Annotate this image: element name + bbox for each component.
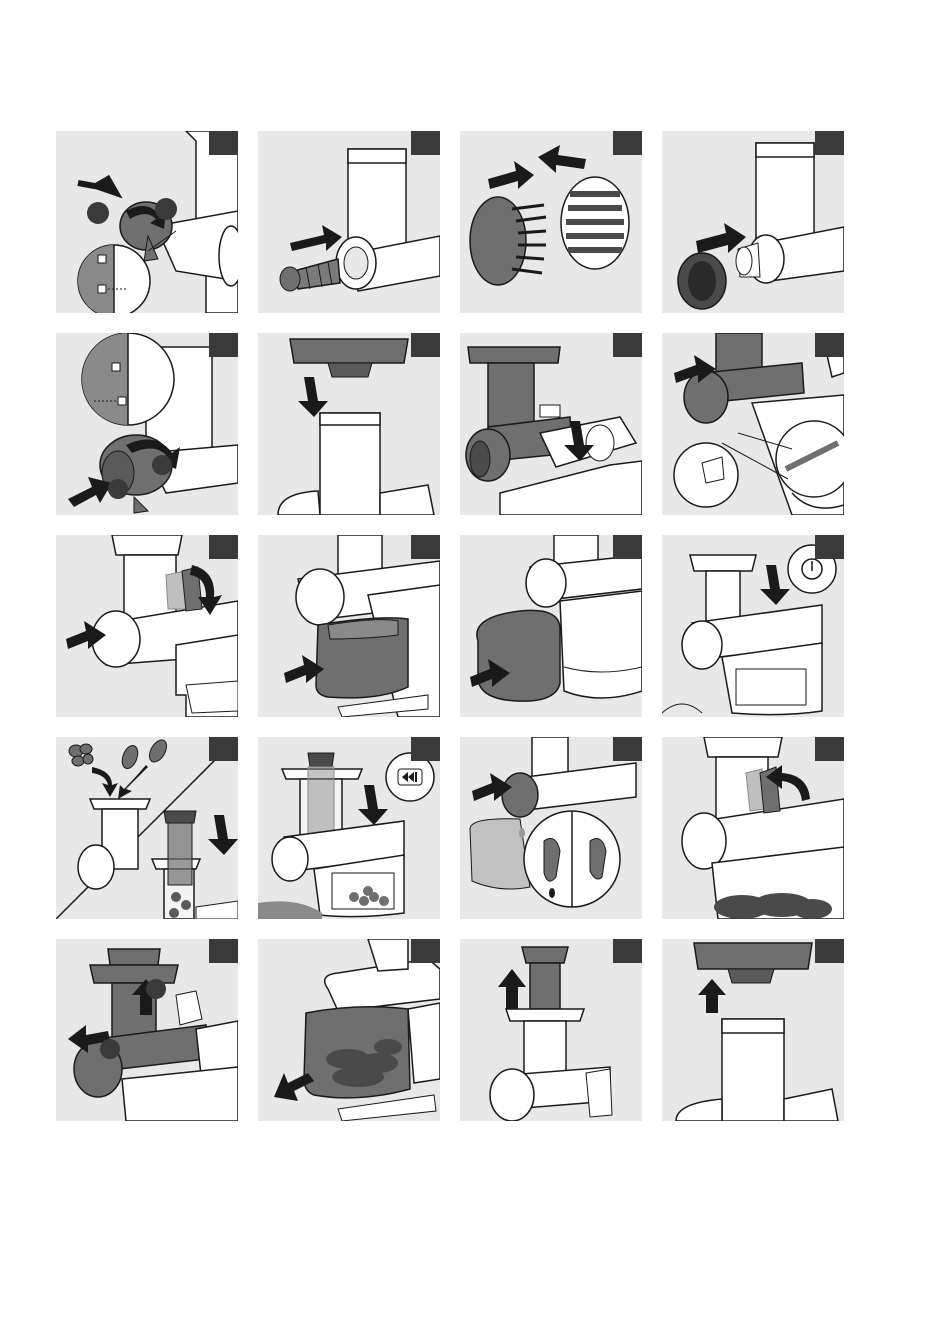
- arrow-icon: [290, 225, 342, 251]
- step-panel-12: [662, 535, 844, 717]
- step-number-badge: [209, 737, 238, 761]
- remove-pusher-illustration: [460, 939, 642, 1121]
- fruit-icon: [69, 737, 170, 771]
- step-panel-4: [662, 131, 844, 313]
- tray-part: [290, 339, 408, 363]
- step-panel-18: [258, 939, 440, 1121]
- step-panel-1: [56, 131, 238, 313]
- mount-unit-illustration: [460, 333, 642, 515]
- instruction-illustration-grid: [56, 131, 844, 1119]
- step-number-badge: [613, 737, 642, 761]
- step-marker-icon: [152, 455, 172, 475]
- step-panel-2: [258, 131, 440, 313]
- arrow-down-icon: [358, 785, 388, 825]
- step-marker-icon: [108, 479, 128, 499]
- step-panel-7: [460, 333, 642, 515]
- remove-unit-illustration: [56, 939, 238, 1121]
- arrow-icon: [488, 161, 534, 189]
- unlock-icon: [112, 363, 120, 371]
- lock-cap-illustration: [56, 333, 238, 515]
- filter-holder-part: [470, 197, 526, 285]
- step-number-badge: [613, 939, 642, 963]
- step-panel-17: [56, 939, 238, 1121]
- step-panel-3: [460, 131, 642, 313]
- remove-pulp-container-illustration: [258, 939, 440, 1121]
- arrow-icon: [538, 145, 586, 173]
- step-number-badge: [411, 333, 440, 357]
- step-panel-20: [662, 939, 844, 1121]
- step-panel-14: [258, 737, 440, 919]
- step-number-badge: [209, 333, 238, 357]
- remove-tray-illustration: [662, 939, 844, 1121]
- screw-part: [294, 259, 340, 289]
- step-panel-13: [56, 737, 238, 919]
- close-spout-illustration: [662, 737, 844, 919]
- step-number-badge: [613, 131, 642, 155]
- arrow-up-icon: [698, 979, 726, 1013]
- step-number-badge: [815, 131, 844, 155]
- place-tray-illustration: [258, 333, 440, 515]
- step-number-badge: [209, 131, 238, 155]
- arrow-icon: [78, 179, 116, 193]
- unlock-icon: [98, 255, 106, 263]
- arrow-down-icon: [760, 565, 790, 605]
- step-panel-8: [662, 333, 844, 515]
- step-number-badge: [613, 333, 642, 357]
- step-panel-10: [258, 535, 440, 717]
- step-number-badge: [209, 535, 238, 559]
- step-number-badge: [815, 535, 844, 559]
- step-number-badge: [411, 737, 440, 761]
- step-panel-9: [56, 535, 238, 717]
- arrow-down-icon: [298, 377, 328, 417]
- step-panel-15: [460, 737, 642, 919]
- lock-icon: [98, 285, 106, 293]
- lock-icon: [118, 397, 126, 405]
- reverse-illustration: [258, 737, 440, 919]
- open-spout-illustration: [56, 535, 238, 717]
- step-number-badge: [411, 535, 440, 559]
- step-number-badge: [815, 333, 844, 357]
- step-number-badge: [815, 737, 844, 761]
- step-number-badge: [613, 535, 642, 559]
- step-number-badge: [815, 939, 844, 963]
- insert-filter-illustration: [662, 131, 844, 313]
- step-number-badge: [411, 131, 440, 155]
- pusher-part: [168, 815, 192, 885]
- step-marker-icon: [100, 1039, 120, 1059]
- step-panel-19: [460, 939, 642, 1121]
- step-panel-5: [56, 333, 238, 515]
- tray-part: [694, 943, 812, 969]
- connect-cord-illustration: [662, 333, 844, 515]
- place-juice-jug-illustration: [460, 535, 642, 717]
- unlock-cap-illustration: [56, 131, 238, 313]
- switch-on-illustration: [662, 535, 844, 717]
- assemble-filter-illustration: [460, 131, 642, 313]
- step-marker-icon: [87, 202, 109, 224]
- arrow-up-icon: [498, 969, 526, 1009]
- pusher-part: [530, 963, 560, 1009]
- step-panel-11: [460, 535, 642, 717]
- arrow-icon: [68, 477, 112, 507]
- place-pulp-container-illustration: [258, 535, 440, 717]
- step-number-badge: [209, 939, 238, 963]
- juice-jug-part: [477, 610, 560, 701]
- step-panel-6: [258, 333, 440, 515]
- drip-stop-illustration: [460, 737, 642, 919]
- step-number-badge: [411, 939, 440, 963]
- pusher-part: [308, 767, 334, 837]
- feed-ingredients-illustration: [56, 737, 238, 919]
- step-panel-16: [662, 737, 844, 919]
- step-marker-icon: [155, 198, 177, 220]
- step-marker-icon: [146, 979, 166, 999]
- insert-screw-illustration: [258, 131, 440, 313]
